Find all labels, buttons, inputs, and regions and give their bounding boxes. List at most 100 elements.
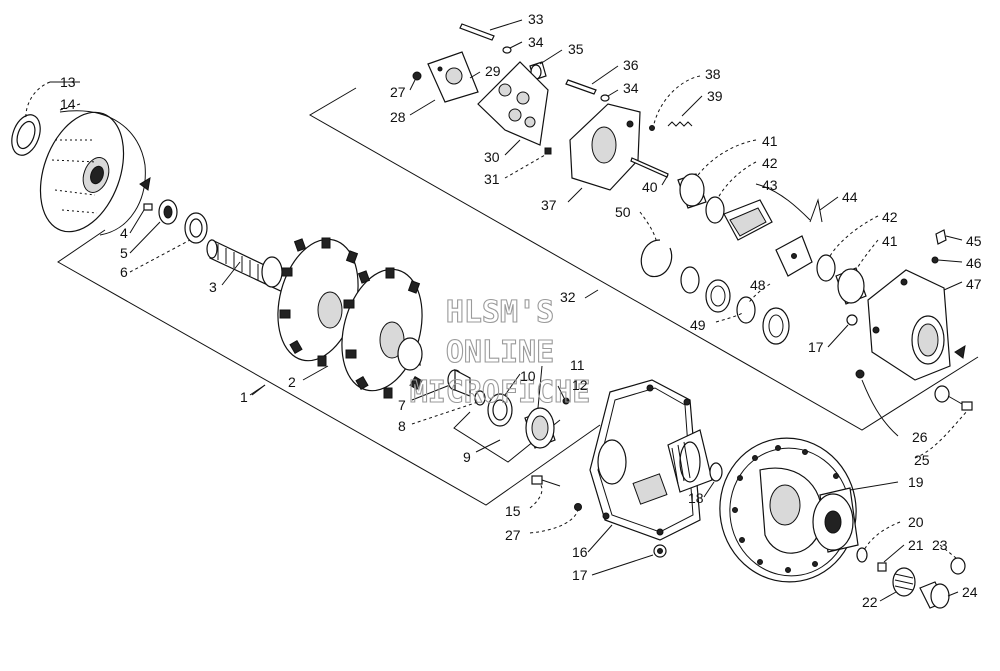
part-5-nut	[158, 199, 178, 225]
callout-20[interactable]: 20	[908, 514, 924, 530]
watermark-line-2: ONLINE	[446, 335, 554, 370]
part-42-ring-lower	[816, 254, 836, 282]
callout-30[interactable]: 30	[484, 149, 500, 165]
callout-29[interactable]: 29	[485, 63, 501, 79]
callout-32[interactable]: 32	[560, 289, 576, 305]
part-41-bushing-lower	[835, 267, 867, 305]
part-44-clip	[809, 198, 823, 223]
callout-2[interactable]: 2	[288, 374, 296, 390]
callout-44[interactable]: 44	[842, 189, 858, 205]
callout-45[interactable]: 45	[966, 233, 982, 249]
callout-1[interactable]: 1	[240, 389, 248, 405]
callout-47[interactable]: 47	[966, 276, 982, 292]
part-48-bearing-a	[705, 279, 731, 313]
callout-6[interactable]: 6	[120, 264, 128, 280]
callout-46[interactable]: 46	[966, 255, 982, 271]
part-46-nut	[931, 256, 939, 264]
part-27-nut-lower	[574, 503, 582, 511]
callout-12[interactable]: 12	[572, 377, 588, 393]
part-36-bolt	[565, 79, 597, 95]
part-22-spring	[892, 567, 916, 597]
part-14-sprocket	[39, 110, 151, 236]
part-49-seal-a	[680, 266, 700, 294]
callout-18[interactable]: 18	[688, 490, 704, 506]
part-31-bolt	[544, 147, 552, 155]
callout-3[interactable]: 3	[209, 279, 217, 295]
part-26-nut	[855, 369, 865, 379]
callout-13[interactable]: 13	[60, 74, 76, 90]
callout-27-lower[interactable]: 27	[505, 527, 521, 543]
callout-50[interactable]: 50	[615, 204, 631, 220]
part-34-washer-lower	[600, 94, 610, 102]
callout-49[interactable]: 49	[690, 317, 706, 333]
callout-37[interactable]: 37	[541, 197, 557, 213]
part-45-bolt	[935, 229, 947, 245]
callout-39[interactable]: 39	[707, 88, 723, 104]
callout-22[interactable]: 22	[862, 594, 878, 610]
callout-26[interactable]: 26	[912, 429, 928, 445]
callout-34-upper[interactable]: 34	[528, 34, 544, 50]
part-6-bearing	[184, 212, 208, 244]
callout-17-lower[interactable]: 17	[572, 567, 588, 583]
part-4-bolt	[143, 203, 153, 211]
callout-16[interactable]: 16	[572, 544, 588, 560]
part-10-seal	[487, 393, 513, 427]
callout-11[interactable]: 11	[570, 357, 585, 373]
callout-19[interactable]: 19	[908, 474, 924, 490]
callout-40[interactable]: 40	[642, 179, 658, 195]
callout-17-upper[interactable]: 17	[808, 339, 824, 355]
part-30-bracket	[477, 61, 549, 146]
callout-labels: 1 2 3 4 5 6 7 8 9 10 11 12 13 14 15 16 1…	[60, 11, 982, 610]
watermark: HLSM'S ONLINE MICROFICHE	[409, 294, 591, 410]
callout-24[interactable]: 24	[962, 584, 978, 600]
callout-27-upper[interactable]: 27	[390, 84, 406, 100]
callout-41-upper[interactable]: 41	[762, 133, 778, 149]
part-43-brake-pad	[723, 199, 773, 241]
callout-15[interactable]: 15	[505, 503, 521, 519]
callout-42-lower[interactable]: 42	[882, 209, 898, 225]
callout-4[interactable]: 4	[120, 225, 128, 241]
callout-43[interactable]: 43	[762, 177, 778, 193]
callout-31[interactable]: 31	[484, 171, 500, 187]
part-12-bolt	[562, 397, 570, 405]
callout-9[interactable]: 9	[463, 449, 471, 465]
callout-33[interactable]: 33	[528, 11, 544, 27]
part-19-brake-disc	[719, 437, 859, 583]
part-16-chaincase	[589, 379, 713, 541]
callout-25[interactable]: 25	[914, 452, 930, 468]
callout-41-lower[interactable]: 41	[882, 233, 898, 249]
callout-21[interactable]: 21	[908, 537, 924, 553]
part-23-cap	[950, 557, 966, 575]
part-29-plate	[427, 51, 479, 103]
part-17-nut-upper	[846, 314, 858, 326]
part-33-bolt	[459, 23, 495, 41]
part-41-bushing-upper	[677, 173, 707, 209]
callout-38[interactable]: 38	[705, 66, 721, 82]
leader-lines	[25, 19, 969, 602]
part-7-bushing	[447, 369, 471, 397]
part-11-bearing	[524, 407, 556, 449]
callout-36[interactable]: 36	[623, 57, 639, 73]
part-42-ring-upper	[705, 196, 725, 224]
callout-23[interactable]: 23	[932, 537, 948, 553]
assembly-bracket-32	[309, 87, 979, 431]
callout-42-upper[interactable]: 42	[762, 155, 778, 171]
part-13-ring	[11, 114, 41, 156]
part-24-cap	[919, 581, 950, 609]
part-25-bolt	[934, 385, 973, 411]
part-15-bolt	[531, 475, 561, 487]
watermark-line-1: HLSM'S	[446, 295, 554, 330]
callout-14[interactable]: 14	[60, 96, 76, 112]
callout-34-lower[interactable]: 34	[623, 80, 639, 96]
part-27-nut-upper	[412, 71, 422, 81]
callout-28[interactable]: 28	[390, 109, 406, 125]
callout-8[interactable]: 8	[398, 418, 406, 434]
callout-5[interactable]: 5	[120, 245, 128, 261]
callout-7[interactable]: 7	[398, 397, 406, 413]
part-21-bolt	[877, 562, 887, 572]
part-39-spring	[667, 121, 693, 127]
callout-10[interactable]: 10	[520, 368, 536, 384]
callout-35[interactable]: 35	[568, 41, 584, 57]
callout-48[interactable]: 48	[750, 277, 766, 293]
